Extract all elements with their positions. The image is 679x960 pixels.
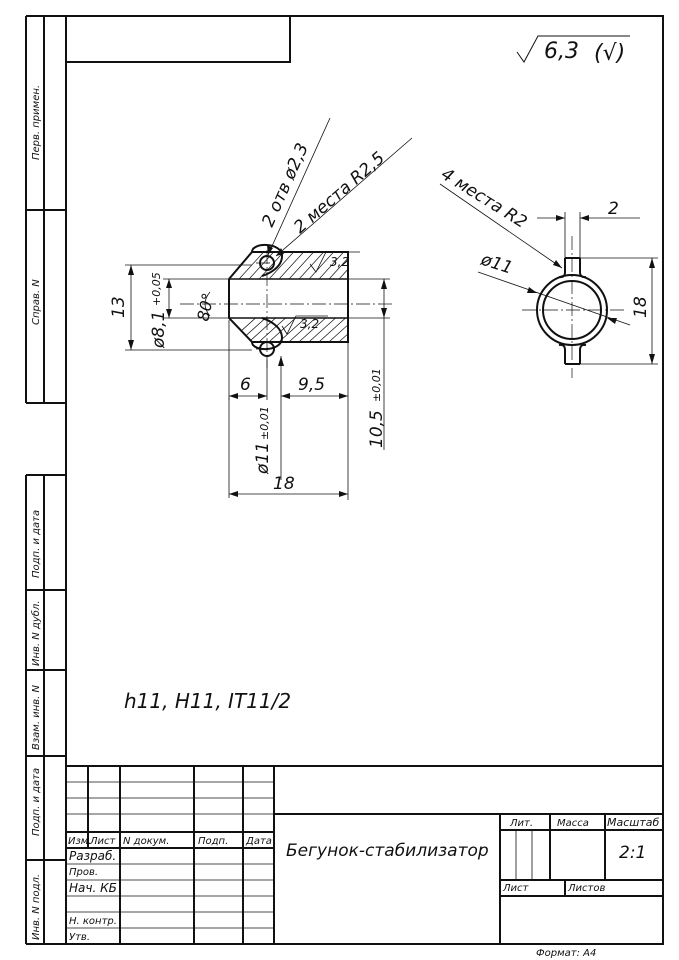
dim-outer: ø11 ±0,01	[253, 356, 284, 480]
dim-105: 10,5 ±0,01	[348, 278, 390, 450]
dim-18-front-value: 18	[273, 474, 295, 494]
dim-outer-tol: ±0,01	[258, 406, 271, 440]
dim-105-tol: ±0,01	[370, 368, 383, 402]
role-razrab: Разраб.	[69, 849, 116, 863]
roughness-value: 6,3	[544, 39, 579, 64]
surface-mark-top-value: 3,2	[330, 255, 349, 269]
roughness-symbol: 6,3 (√)	[516, 35, 630, 66]
margin-label-perv-primen: Перв. примен.	[31, 85, 42, 160]
sheet-frame	[25, 15, 664, 945]
col-header-podp: Подп.	[198, 836, 228, 847]
dim-18-side: 18	[580, 257, 658, 365]
sheets-label: Листов	[567, 883, 605, 894]
dim-outer-value: ø11	[253, 442, 273, 475]
dim-18-side-value: 18	[631, 296, 651, 318]
dim-bore: ø8,1 +0,05	[149, 272, 229, 349]
technical-requirements-note: h11, H11, IT11/2	[124, 689, 291, 713]
dim-2: 2	[537, 199, 640, 258]
side-view	[522, 236, 624, 378]
dim-6: 6	[228, 320, 268, 400]
scale-label: Масштаб	[607, 816, 659, 829]
dim-18-front: 18	[228, 398, 348, 498]
margin-label-podp-data-2: Подп. и дата	[31, 768, 42, 836]
dim-bore-value: ø8,1	[149, 311, 169, 349]
role-n-kontr: Н. контр.	[69, 916, 117, 927]
margin-label-inv-podl: Инв. N подл.	[31, 874, 42, 940]
dim-105-value: 10,5	[367, 410, 387, 448]
mass-label: Масса	[557, 818, 589, 829]
dim-bore-tol: +0,05	[150, 272, 163, 306]
dim-95: 9,5	[281, 342, 349, 500]
surface-mark-inner-value: 3,2	[300, 317, 319, 331]
margin-label-podp-data-1: Подп. и дата	[31, 510, 42, 578]
margin-label-inv-dubl: Инв. N дубл.	[30, 601, 42, 667]
col-header-list: Лист	[89, 836, 117, 847]
note-places-r2: 4 места R2	[437, 164, 530, 232]
col-header-izm: Изм.	[68, 836, 92, 847]
dim-95-value: 9,5	[298, 375, 325, 395]
dim-6-value: 6	[240, 375, 251, 395]
role-nach-kb: Нач. КБ	[69, 881, 117, 895]
sheet-label: Лист	[502, 883, 530, 894]
surface-mark-top: 3,2	[309, 251, 360, 273]
title-block	[66, 765, 663, 944]
role-prov: Пров.	[69, 867, 98, 878]
format-label: Формат: А4	[536, 948, 596, 959]
lit-label: Лит.	[509, 818, 533, 829]
col-header-n-dokum: N докум.	[123, 836, 169, 847]
dim-2-value: 2	[608, 199, 619, 219]
col-header-data: Дата	[245, 836, 272, 847]
margin-label-vzam-inv: Взам. инв. N	[31, 685, 42, 750]
roughness-tail: (√)	[594, 41, 625, 66]
surface-mark-inner: 3,2	[281, 315, 328, 335]
dim-13: 13	[109, 264, 252, 351]
role-utv: Утв.	[69, 932, 90, 943]
dim-13-value: 13	[109, 296, 129, 318]
scale-value: 2:1	[619, 843, 646, 863]
margin-label-sprav: Справ. N	[31, 279, 42, 325]
part-name: Бегунок-стабилизатор	[286, 841, 489, 861]
dim-diam-side-value: ø11	[478, 249, 516, 278]
